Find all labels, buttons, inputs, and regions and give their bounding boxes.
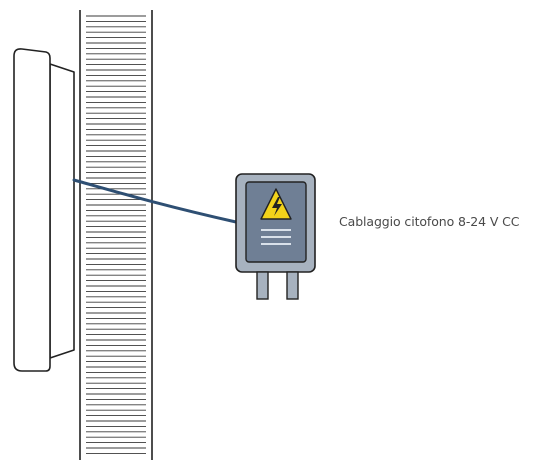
power-supply-pin-right — [286, 271, 299, 300]
wall-hatching — [86, 15, 146, 454]
power-supply-pin-left — [256, 271, 269, 300]
power-supply-icon — [235, 173, 316, 300]
intercom-cable — [72, 178, 238, 224]
wall-cross-section — [79, 10, 153, 460]
power-supply-panel — [245, 181, 307, 263]
intercom-device-icon — [13, 48, 75, 372]
intercom-mount-plate — [49, 63, 75, 359]
lightning-bolt-icon — [272, 197, 282, 216]
wiring-label: Cablaggio citofono 8-24 V CC — [339, 214, 520, 229]
intercom-body — [13, 48, 51, 372]
